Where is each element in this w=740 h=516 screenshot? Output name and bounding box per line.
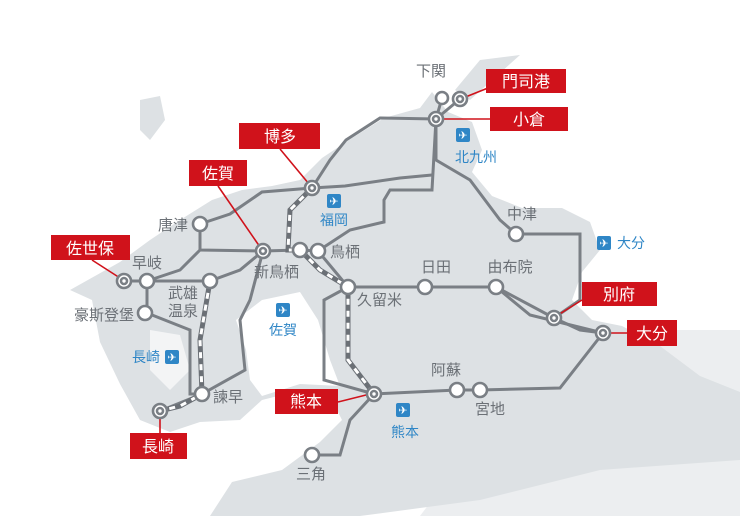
airplane-icon bbox=[456, 128, 470, 142]
station-label-beppu[interactable]: 別府 bbox=[582, 282, 657, 306]
leader-line bbox=[337, 393, 371, 403]
label-text: 佐賀 bbox=[202, 164, 234, 183]
airplane-icon bbox=[276, 303, 290, 317]
station-name: 下関 bbox=[416, 62, 446, 80]
airport-saga: ✈ 佐賀 bbox=[269, 303, 297, 339]
station-label-sasebo[interactable]: 佐世保 bbox=[51, 235, 130, 260]
airport-oita: ✈ 大分 bbox=[597, 236, 645, 252]
major-station-markers bbox=[115, 90, 612, 420]
label-text: 長崎 bbox=[142, 437, 174, 456]
station-name: 武雄 bbox=[168, 284, 198, 302]
station-name: 新鳥栖 bbox=[254, 263, 299, 281]
stations bbox=[115, 90, 612, 464]
svg-text:✈: ✈ bbox=[398, 404, 407, 417]
leader-line bbox=[217, 185, 261, 248]
svg-text:熊本: 熊本 bbox=[391, 425, 419, 441]
station-name: 日田 bbox=[421, 258, 451, 276]
leader-line bbox=[279, 148, 310, 185]
airplane-icon bbox=[396, 403, 410, 417]
station-name: 中津 bbox=[507, 205, 537, 223]
station-label-nagasaki[interactable]: 長崎 bbox=[130, 433, 187, 459]
label-text: 佐世保 bbox=[66, 239, 114, 258]
station-name: 久留米 bbox=[357, 291, 402, 309]
svg-text:✈: ✈ bbox=[278, 304, 287, 317]
label-text: 別府 bbox=[603, 285, 635, 304]
label-text: 熊本 bbox=[290, 392, 322, 411]
airport-kitakyushu: ✈ 北九州 bbox=[455, 128, 497, 166]
station-names: 下関 唐津 早岐 武雄 温泉 豪斯登堡 諫早 新鳥栖 鳥栖 久留米 日田 由布院… bbox=[74, 62, 537, 483]
label-text: 小倉 bbox=[513, 110, 545, 129]
leader-line bbox=[557, 299, 583, 316]
airplane-icon bbox=[597, 236, 611, 250]
svg-text:✈: ✈ bbox=[167, 351, 176, 364]
svg-text:佐賀: 佐賀 bbox=[269, 323, 297, 339]
svg-text:福岡: 福岡 bbox=[320, 213, 348, 229]
land-kyushu bbox=[70, 92, 740, 516]
label-text: 博多 bbox=[264, 127, 296, 146]
airport-fukuoka: ✈ 福岡 bbox=[320, 194, 348, 229]
station-label-saga[interactable]: 佐賀 bbox=[189, 160, 247, 186]
label-text: 大分 bbox=[636, 324, 668, 343]
major-station-labels: 門司港 小倉 博多 佐賀 佐世保 長崎 熊本 別府 大分 bbox=[51, 69, 677, 459]
svg-text:✈: ✈ bbox=[458, 129, 467, 142]
land-island bbox=[140, 96, 165, 140]
airport-nagasaki: ✈ 長崎 bbox=[132, 350, 179, 366]
station-name: 豪斯登堡 bbox=[74, 306, 134, 324]
station-name: 鳥栖 bbox=[330, 243, 360, 261]
station-name: 由布院 bbox=[487, 258, 532, 276]
station-label-mojiko[interactable]: 門司港 bbox=[486, 69, 566, 93]
station-label-kokura[interactable]: 小倉 bbox=[490, 107, 568, 131]
airplane-icon bbox=[327, 194, 341, 208]
station-name: 温泉 bbox=[168, 302, 198, 320]
svg-text:北九州: 北九州 bbox=[455, 150, 497, 166]
airplane-icon bbox=[165, 350, 179, 364]
svg-text:✈: ✈ bbox=[329, 195, 338, 208]
svg-text:大分: 大分 bbox=[617, 236, 645, 252]
ariake-sea bbox=[236, 292, 340, 396]
airports: ✈ 北九州 ✈ 福岡 ✈ 佐賀 ✈ 長崎 ✈ 熊本 ✈ 大分 bbox=[132, 128, 645, 441]
station-name: 早岐 bbox=[132, 254, 162, 272]
leader-line bbox=[91, 259, 121, 279]
station-name: 諫早 bbox=[213, 388, 243, 406]
station-name: 三角 bbox=[296, 465, 326, 483]
airport-kumamoto: ✈ 熊本 bbox=[391, 403, 419, 441]
station-label-hakata[interactable]: 博多 bbox=[239, 123, 320, 149]
station-name: 唐津 bbox=[158, 216, 188, 234]
svg-text:✈: ✈ bbox=[599, 237, 608, 250]
station-label-kumamoto[interactable]: 熊本 bbox=[275, 389, 338, 414]
rail-lines bbox=[124, 97, 605, 457]
label-text: 門司港 bbox=[502, 72, 550, 91]
station-name: 阿蘇 bbox=[431, 361, 461, 379]
station-name: 宮地 bbox=[475, 400, 505, 418]
station-label-oita[interactable]: 大分 bbox=[627, 320, 677, 346]
svg-text:長崎: 長崎 bbox=[132, 350, 160, 366]
